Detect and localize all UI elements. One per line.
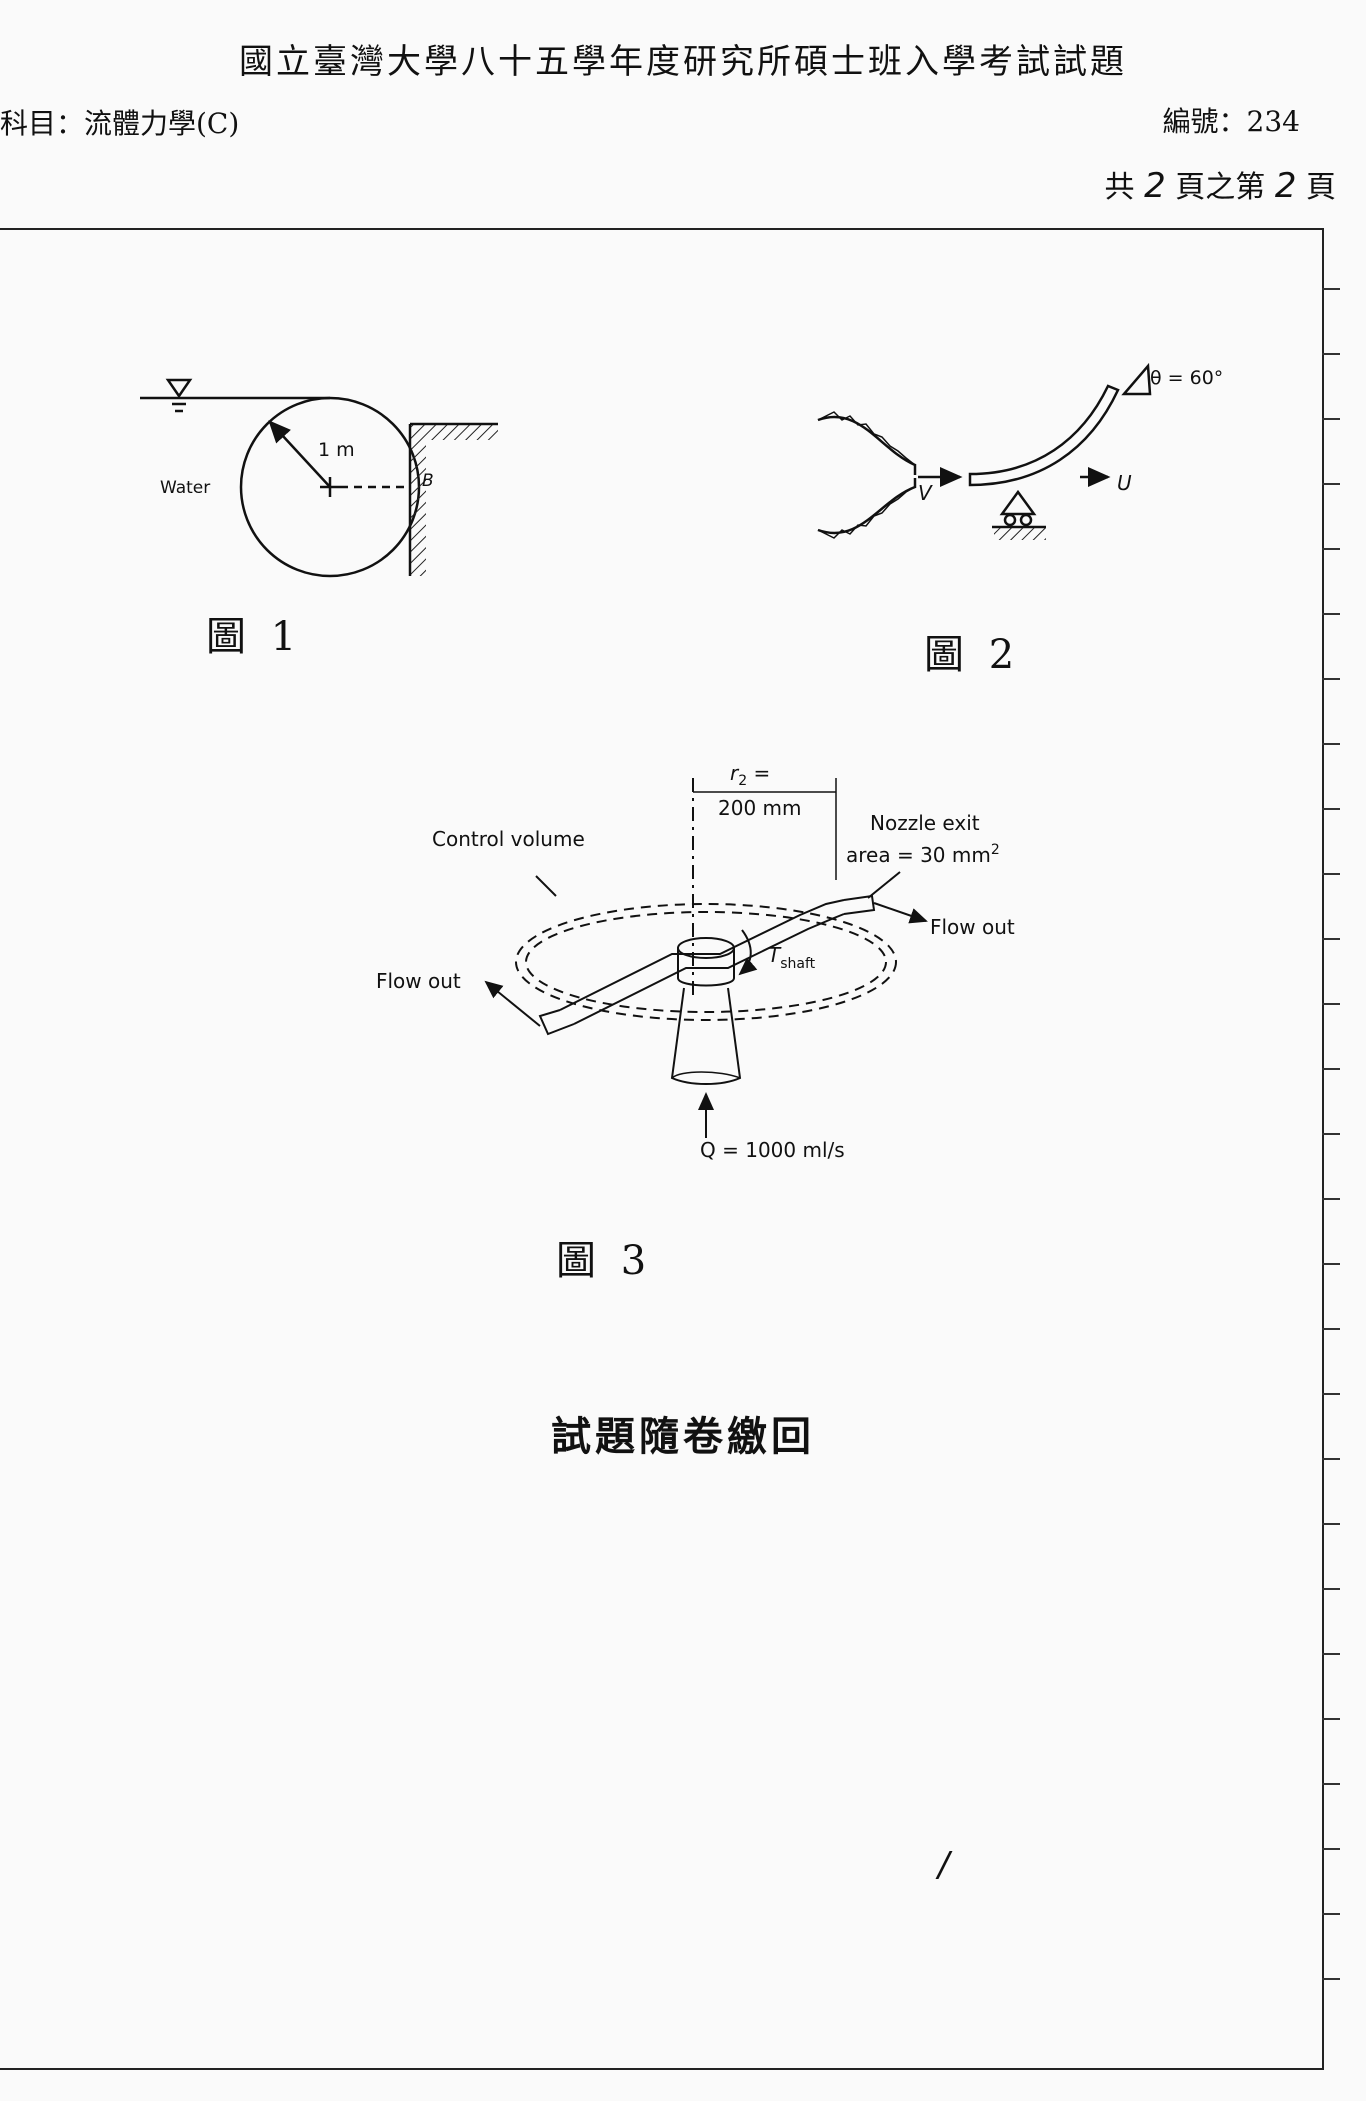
fig3-r2-label: r2 = <box>730 761 770 789</box>
nozzle-upper-wall <box>817 415 917 475</box>
torque-arrow <box>738 929 758 976</box>
fig1-point-label: B <box>422 471 434 491</box>
fig3-r2-symbol: r <box>730 761 740 785</box>
fig3-nozzle-label-1: Nozzle exit <box>870 811 980 835</box>
figure-2-caption: 圖 2 <box>924 632 1021 678</box>
margin-ticks <box>1322 228 1352 2070</box>
fig2-vane-velocity-label: U <box>1117 471 1132 495</box>
sprinkler-arm <box>559 899 845 1011</box>
fig3-r2-value: 200 mm <box>718 796 802 820</box>
fig3-flow-out-right: Flow out <box>930 915 1015 939</box>
answer-frame <box>0 228 1324 2070</box>
fig3-nozzle-area: area = 30 mm <box>846 843 991 867</box>
wall-hatch-top <box>410 424 498 440</box>
exam-code: 編號：234 <box>1162 105 1300 138</box>
fig2-angle-label: θ = 60° <box>1150 367 1223 389</box>
free-surface-symbol <box>165 378 193 399</box>
figure-1-caption: 圖 1 <box>206 614 303 660</box>
control-volume-inner <box>525 911 887 1013</box>
fig3-nozzle-label-2: area = 30 mm2 <box>846 842 1000 867</box>
exam-title: 國立臺灣大學八十五學年度研究所碩士班入學考試試題 <box>239 42 1127 82</box>
flow-out-left-arrow <box>484 980 541 1027</box>
fig3-r2-subscript: 2 <box>738 773 747 789</box>
wall-hatch-side <box>410 440 426 576</box>
nozzle-leader <box>867 871 901 899</box>
pages-total: 2 <box>1144 166 1166 206</box>
pages-middle: 頁之第 <box>1175 170 1266 205</box>
right-nozzle <box>843 894 876 915</box>
fig1-radius-label: 1 m <box>318 439 355 461</box>
fig3-torque-label: Tshaft <box>768 943 816 972</box>
radius-line <box>268 420 331 488</box>
figure-3-caption: 圖 3 <box>556 1238 653 1284</box>
fig3-nozzle-area-superscript: 2 <box>991 842 1000 858</box>
flow-out-right-arrow <box>873 902 928 924</box>
fig3-control-volume-label: Control volume <box>432 827 585 851</box>
page-mark: / <box>935 1845 953 1885</box>
pages-suffix: 頁 <box>1306 170 1336 205</box>
figure-1 <box>140 378 498 578</box>
cv-leader <box>535 875 557 897</box>
fig3-torque-symbol: T <box>768 943 782 967</box>
angle-symbol <box>1121 362 1152 396</box>
left-nozzle <box>538 1009 575 1036</box>
control-volume-outer <box>515 903 897 1021</box>
roller-support <box>999 489 1037 516</box>
figure-3 <box>484 778 928 1138</box>
fig3-flow-out-left: Flow out <box>376 969 461 993</box>
fig3-flow-rate-label: Q = 1000 ml/s <box>700 1138 845 1162</box>
exam-subject: 科目：流體力學(C) <box>0 107 240 140</box>
supply-pipe <box>670 987 742 1085</box>
fig1-water-label: Water <box>160 478 210 498</box>
fig3-r2-equals: = <box>747 761 770 785</box>
pages-current: 2 <box>1274 166 1297 206</box>
figure-2 <box>817 362 1152 540</box>
fig2-jet-velocity-label: V <box>918 481 933 505</box>
fig3-torque-subscript: shaft <box>780 956 815 972</box>
curved-vane <box>968 384 1120 487</box>
page-counter: 共 2 頁之第 2 頁 <box>1105 162 1336 206</box>
pages-prefix: 共 <box>1104 170 1135 205</box>
return-paper-note: 試題隨卷繳回 <box>551 1413 815 1460</box>
